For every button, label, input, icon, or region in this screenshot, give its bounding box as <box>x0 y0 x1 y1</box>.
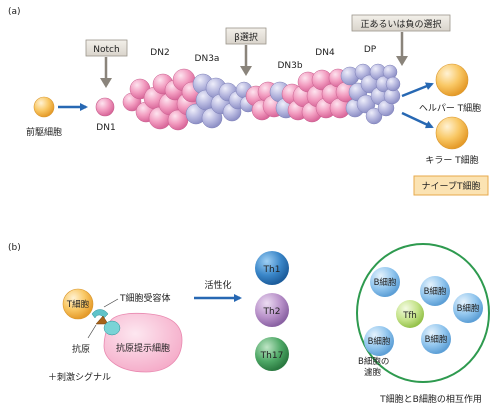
t-cell-receptor-icon <box>91 309 109 319</box>
svg-text:Notch: Notch <box>93 45 119 55</box>
apc-label: 抗原提示細胞 <box>116 342 170 354</box>
tfh-label: Tfh <box>402 311 417 321</box>
killer-t-cell <box>435 116 469 150</box>
mhc-icon <box>103 320 121 336</box>
dn2-label: DN2 <box>150 48 169 58</box>
th2-label: Th2 <box>263 307 281 317</box>
progenitor-label: 前駆細胞 <box>26 126 62 138</box>
antigen-presenting-cell <box>103 312 183 373</box>
antigen-icon <box>95 315 109 325</box>
dn1-cell <box>95 97 115 117</box>
b-cell-4 <box>364 326 394 356</box>
killer-arrow <box>401 111 434 129</box>
lavender-thymocyte-54 <box>385 76 401 92</box>
t-cell <box>62 288 94 320</box>
b-cell-2 <box>420 276 450 306</box>
naive-t-cell-box <box>413 175 489 196</box>
tcr-pointer <box>103 298 119 308</box>
t-cell-label: T細胞 <box>66 299 90 310</box>
follicle-label-line1: B細胞の <box>358 356 389 367</box>
th17-cell <box>255 337 289 371</box>
helper-t-cell-label: ヘルパー T細胞 <box>419 102 481 114</box>
notch-callout: Notch <box>85 39 128 88</box>
killer-t-cell-label: キラー T細胞 <box>425 154 478 166</box>
interaction-caption: T細胞とB細胞の相互作用 <box>379 393 482 405</box>
follicle-label-line2: 濾胞 <box>364 367 382 378</box>
antigen-label: 抗原 <box>72 343 90 355</box>
positive-negative-selection-callout: 正あるいは負の選択 <box>351 14 451 66</box>
activation-label: 活性化 <box>204 279 231 291</box>
helper-arrow <box>401 82 434 98</box>
b-cell-2-label: B細胞 <box>424 286 447 297</box>
lavender-thymocyte-45 <box>356 94 376 114</box>
beta-selection-callout: β選択 <box>225 27 267 76</box>
th1-label: Th1 <box>263 265 281 275</box>
b-cell-3 <box>453 293 483 323</box>
dn3a-label: DN3a <box>195 54 220 64</box>
panel-b-label: (b) <box>8 243 21 253</box>
helper-t-cell <box>435 63 469 97</box>
b-cell-3-label: B細胞 <box>457 303 480 314</box>
dn3b-label: DN3b <box>277 61 302 71</box>
th1-cell <box>255 251 289 285</box>
svg-text:β選択: β選択 <box>234 31 258 43</box>
dn4-label: DN4 <box>315 48 335 58</box>
stimulation-signal-label: ＋刺激シグナル <box>48 371 111 383</box>
antigen-pointer <box>87 324 97 339</box>
naive-t-cell-label: ナイーブT細胞 <box>422 180 481 192</box>
b-cell-4-label: B細胞 <box>368 336 391 347</box>
b-cell-5 <box>421 324 451 354</box>
thymocyte-cell-cluster <box>122 63 401 131</box>
dn1-label: DN1 <box>96 123 115 133</box>
lavender-thymocyte-52 <box>382 64 398 80</box>
th2-cell <box>255 293 289 327</box>
tcr-label: T細胞受容体 <box>119 292 171 304</box>
progenitor-cell <box>33 96 55 118</box>
tfh-cell <box>396 300 424 328</box>
th17-label: Th17 <box>260 351 284 361</box>
lavender-thymocyte-47 <box>365 107 383 125</box>
b-cell-1-label: B細胞 <box>374 277 397 288</box>
b-cell-5-label: B細胞 <box>425 334 448 345</box>
svg-text:正あるいは負の選択: 正あるいは負の選択 <box>360 18 441 30</box>
b-cell-1 <box>370 267 400 297</box>
panel-a-label: (a) <box>8 7 21 17</box>
dp-label: DP <box>364 45 377 55</box>
